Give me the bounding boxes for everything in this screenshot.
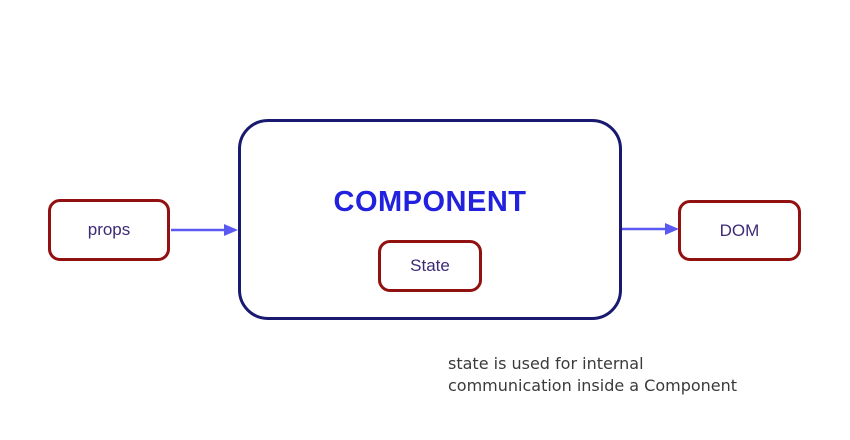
dom-label: DOM — [719, 220, 760, 240]
caption-line-2: communication inside a Component — [448, 375, 738, 395]
props-label: props — [87, 220, 131, 239]
caption: state is used for internal communication… — [448, 353, 737, 396]
arrow-right-icon — [622, 223, 679, 235]
component-box: COMPONENT — [238, 119, 622, 320]
props-box: props — [48, 199, 170, 261]
state-box: State — [378, 240, 482, 292]
dom-box: DOM — [678, 200, 801, 261]
state-label: State — [410, 256, 450, 275]
caption-line-1: state is used for internal — [448, 354, 644, 373]
component-title: COMPONENT — [333, 186, 527, 218]
arrow-right-icon — [171, 224, 238, 236]
